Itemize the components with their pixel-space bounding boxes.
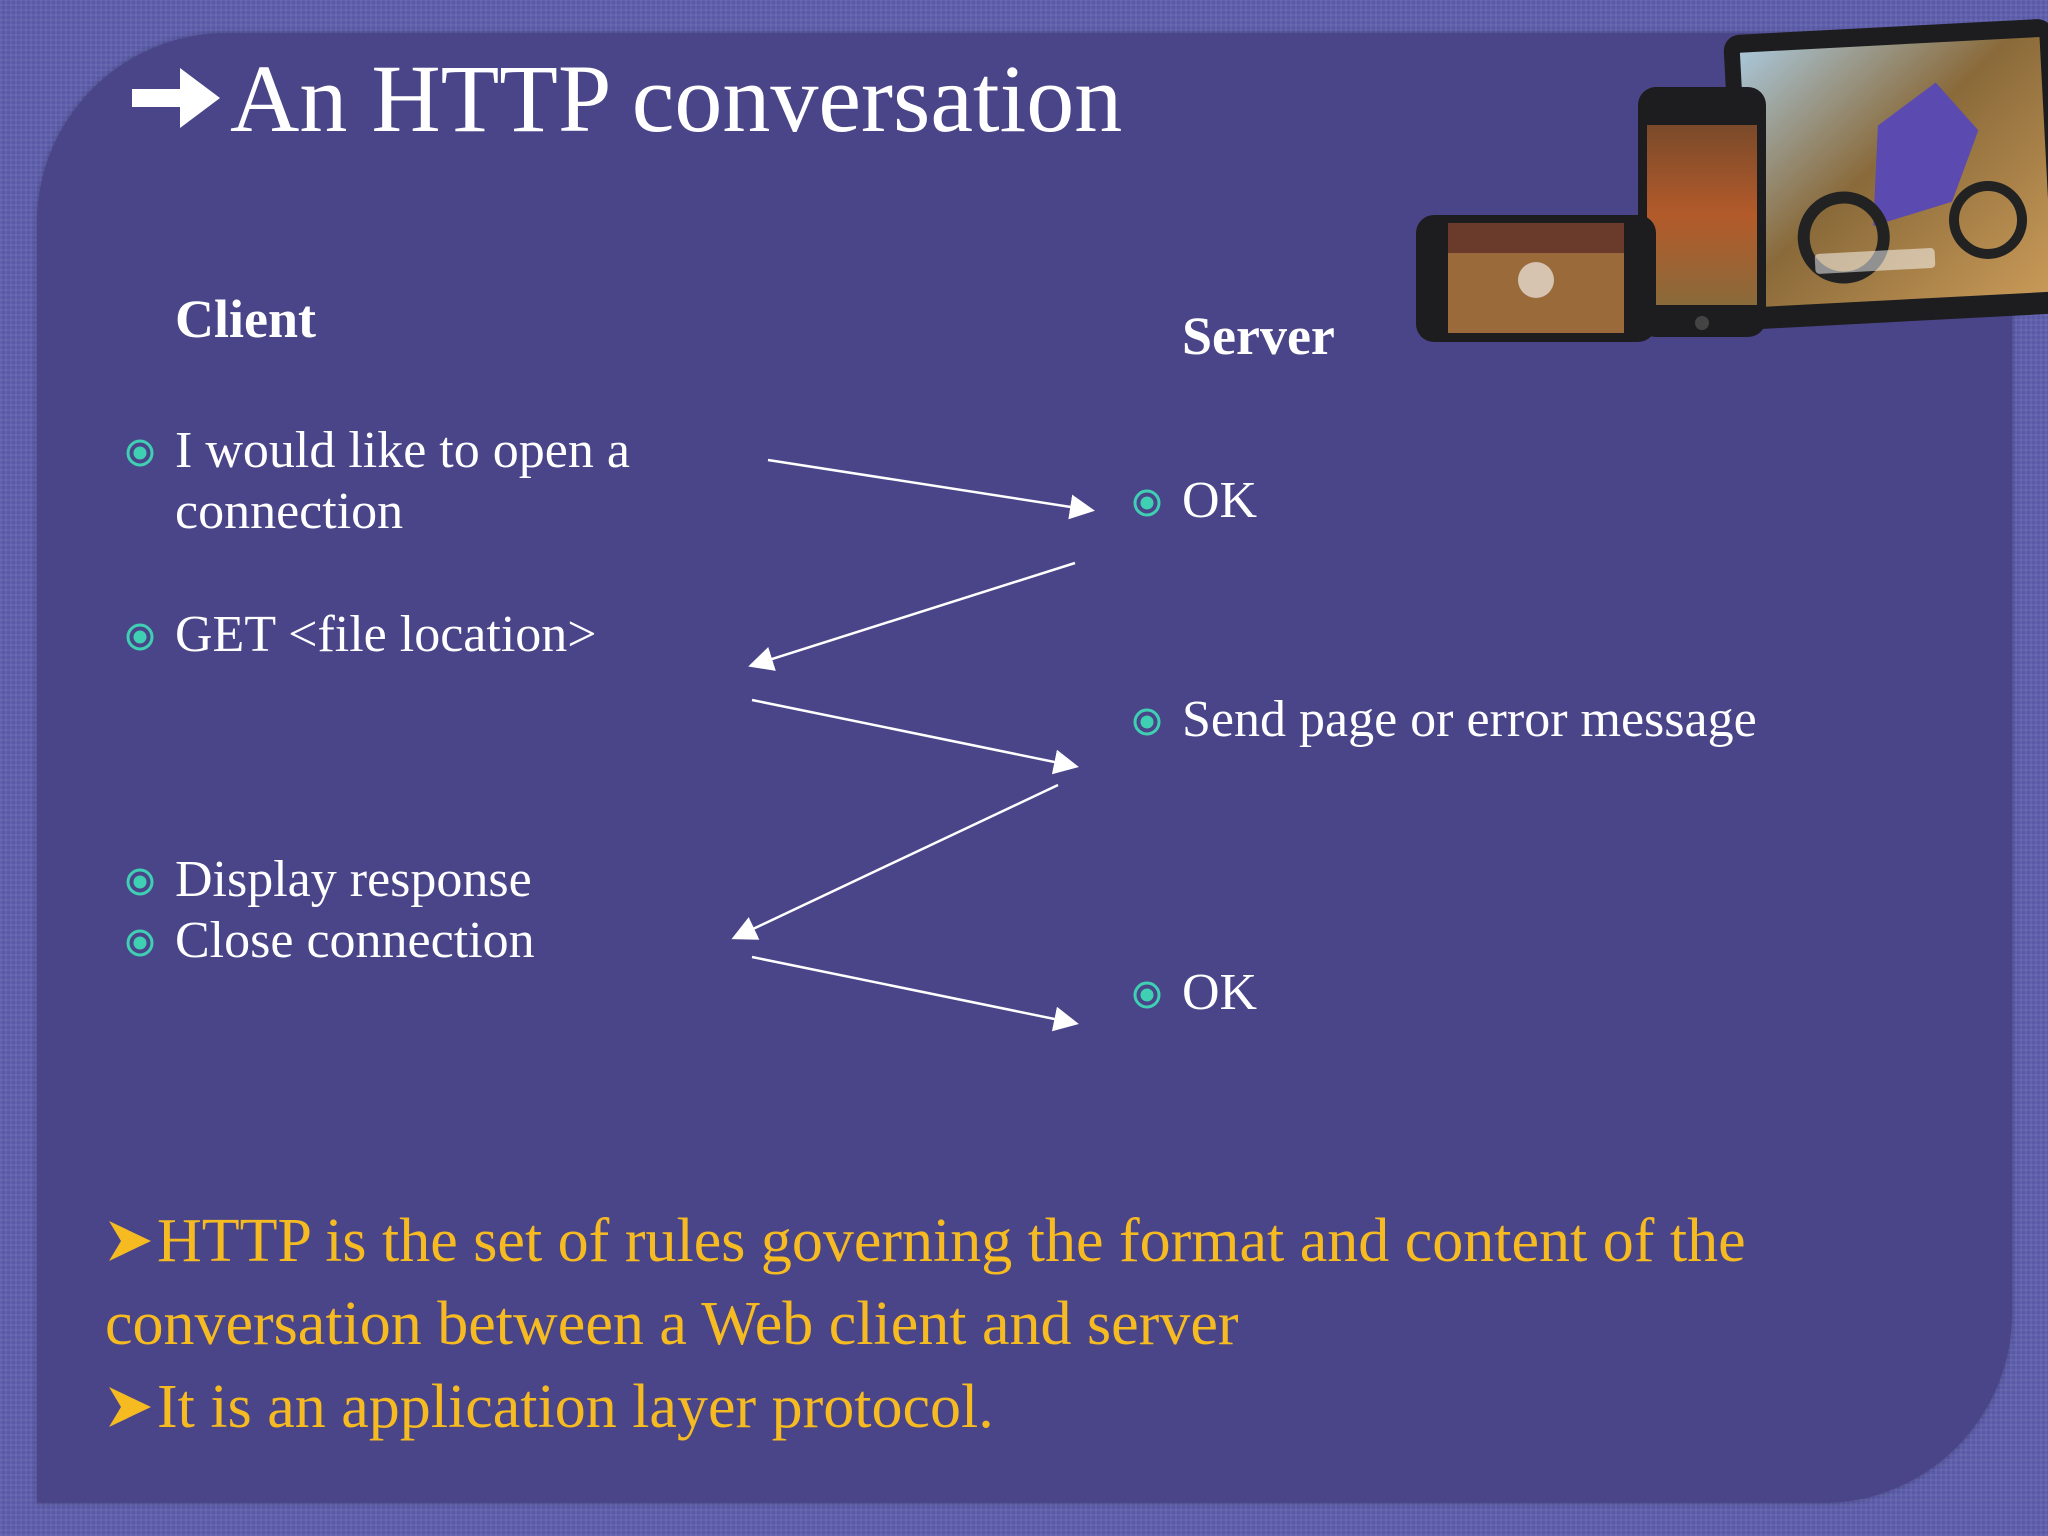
triangle-arrow-icon: [109, 1221, 151, 1261]
arrow-close-to-ok: [751, 955, 1079, 1032]
bullet-circle-icon: [126, 929, 154, 957]
arrow-open-to-ok: [767, 458, 1095, 520]
bullet-circle-icon: [1133, 489, 1161, 517]
note-2: It is an application layer protocol.: [105, 1366, 1985, 1449]
server-message-2: Send page or error message: [1133, 689, 1757, 750]
arrow-send-to-display: [731, 783, 1059, 940]
arrow-get-to-send: [751, 698, 1079, 775]
client-message-1: I would like to open a connection: [126, 420, 735, 542]
devices-image: [1416, 19, 2048, 342]
note-1: HTTP is the set of rules governing the f…: [105, 1207, 1746, 1358]
server-message-3: OK: [1133, 962, 1257, 1023]
client-message-2: GET <file location>: [126, 604, 597, 665]
bullet-circle-icon: [126, 439, 154, 467]
bullet-circle-icon: [1133, 981, 1161, 1009]
client-message-3: Display response: [126, 849, 532, 910]
bullet-circle-icon: [126, 623, 154, 651]
right-arrow-icon: [132, 68, 220, 128]
triangle-arrow-icon: [109, 1387, 151, 1427]
notes: HTTP is the set of rules governing the f…: [105, 1200, 1985, 1449]
bullet-circle-icon: [1133, 708, 1161, 736]
client-heading: Client: [175, 289, 316, 349]
bullet-circle-icon: [126, 868, 154, 896]
server-message-1: OK: [1133, 470, 1257, 531]
slide-title-text: An HTTP conversation: [230, 44, 1123, 152]
client-message-4: Close connection: [126, 910, 535, 971]
arrow-ok-to-get: [748, 561, 1076, 671]
server-heading: Server: [1182, 306, 1335, 366]
slide-title: An HTTP conversation: [128, 38, 1122, 158]
